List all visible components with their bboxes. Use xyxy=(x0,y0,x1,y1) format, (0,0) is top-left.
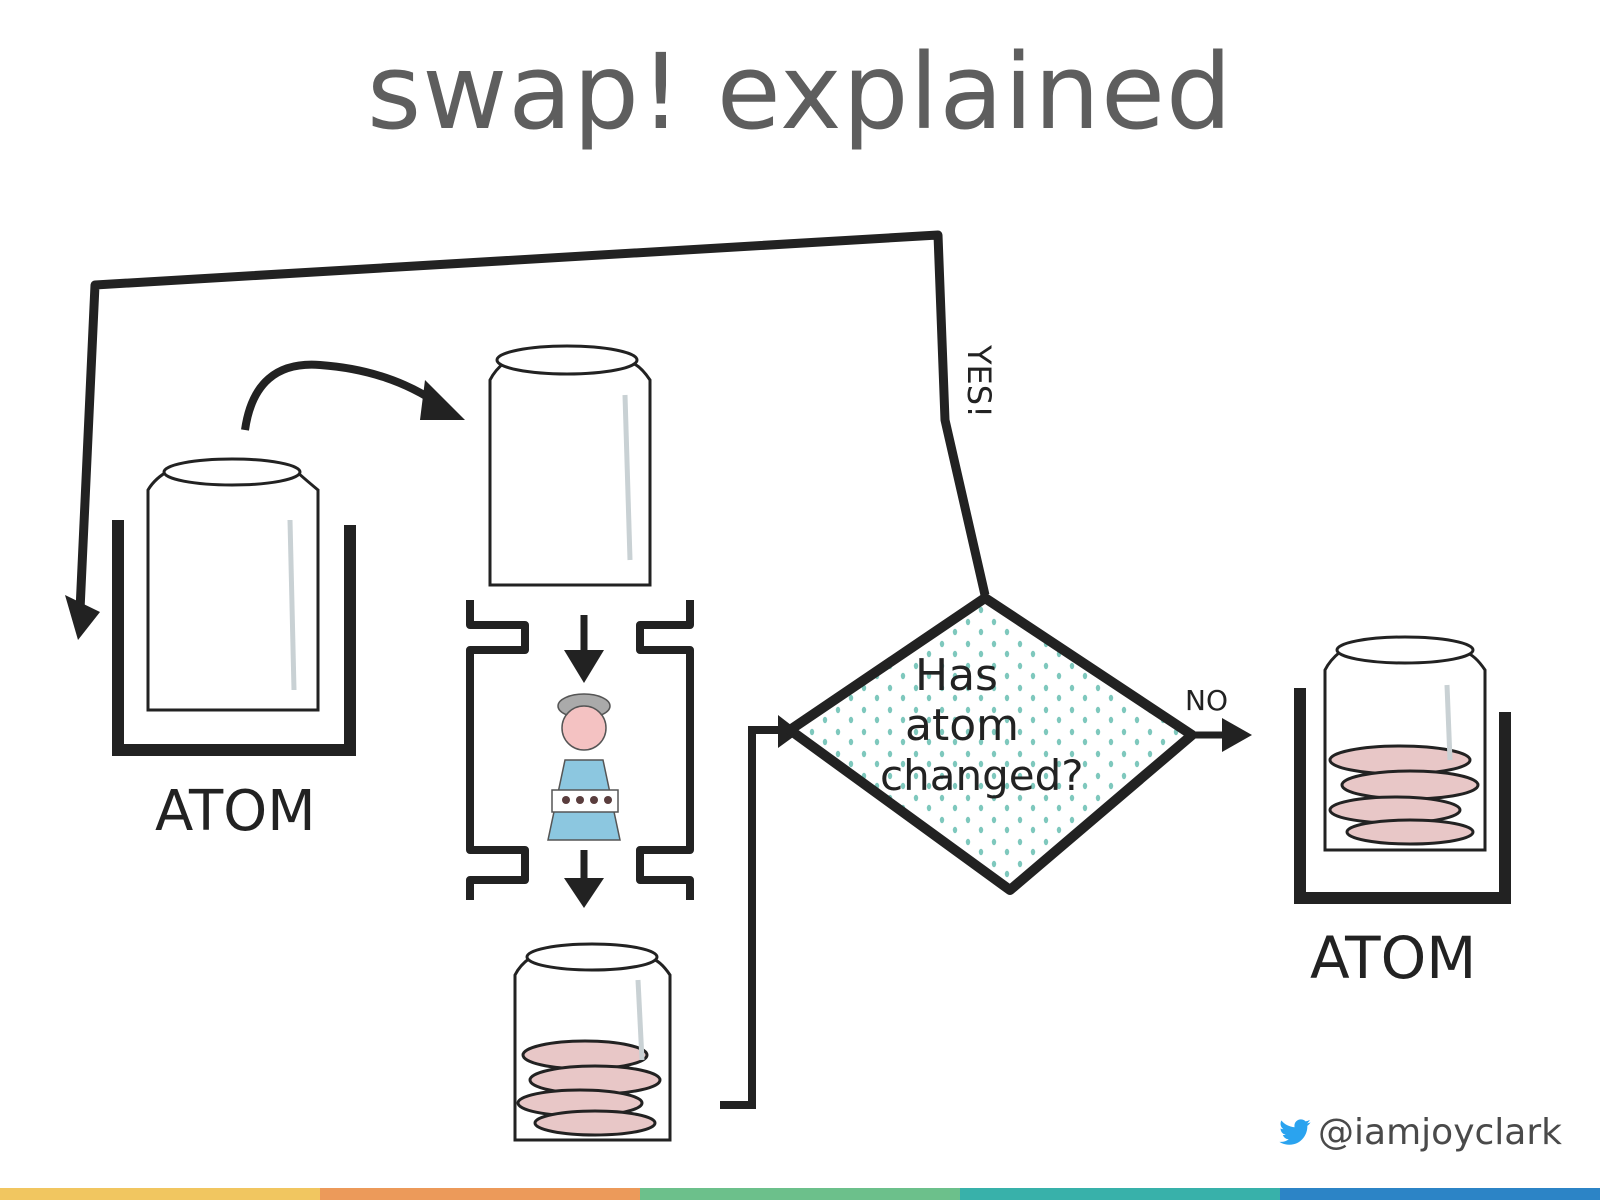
stripe-segment-1 xyxy=(0,1188,320,1200)
result-to-decision-line xyxy=(720,730,790,1105)
copy-arrow xyxy=(245,365,440,430)
cookie-jar-right xyxy=(1325,637,1485,850)
bottom-color-stripe xyxy=(0,1188,1600,1200)
decision-text-line2: atom xyxy=(905,700,1019,751)
no-arrowhead xyxy=(1222,718,1252,752)
yes-label: YES! xyxy=(960,344,998,418)
pipe-down-arrowhead-1 xyxy=(564,650,604,683)
grandma-baker-illustration xyxy=(548,694,620,840)
atom-right-label: ATOM xyxy=(1310,924,1476,992)
stripe-segment-5 xyxy=(1280,1188,1600,1200)
empty-jar-copy xyxy=(490,346,650,585)
atom-left-container xyxy=(118,459,350,750)
no-label: NO xyxy=(1185,684,1228,717)
atom-left-label: ATOM xyxy=(155,779,316,844)
twitter-bird-icon xyxy=(1278,1118,1312,1148)
credit-handle[interactable]: @iamjoyclark xyxy=(1318,1112,1562,1153)
stripe-segment-4 xyxy=(960,1188,1280,1200)
copy-arrowhead xyxy=(420,380,465,420)
pipe-down-arrowhead-2 xyxy=(564,878,604,908)
author-credit: @iamjoyclark xyxy=(1278,1112,1562,1153)
stripe-segment-2 xyxy=(320,1188,640,1200)
decision-text-line3: changed? xyxy=(880,751,1084,800)
decision-text-line1: Has xyxy=(915,650,998,701)
empty-jar-left xyxy=(148,459,318,710)
cookie-jar-result xyxy=(515,944,670,1140)
stripe-segment-3 xyxy=(640,1188,960,1200)
atom-right-container xyxy=(1300,637,1505,898)
